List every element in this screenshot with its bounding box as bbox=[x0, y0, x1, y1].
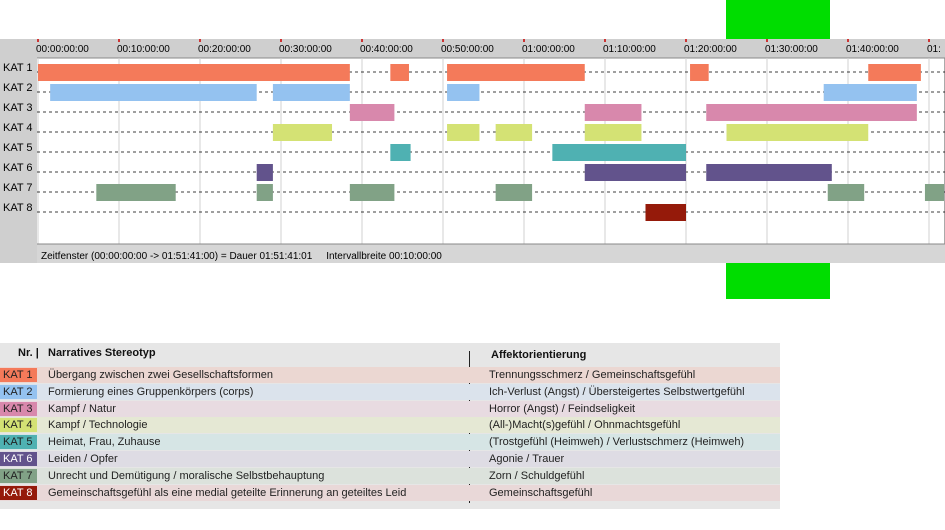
timeline-segment-bar bbox=[390, 64, 409, 81]
highlight-marker-bottom bbox=[726, 263, 830, 299]
legend-category-tag: KAT 3 bbox=[0, 401, 37, 416]
timeline-segment-bar bbox=[584, 104, 642, 121]
highlight-marker-top bbox=[726, 0, 830, 39]
time-tick-label: 01:00:00:00 bbox=[522, 44, 575, 55]
legend-affect-text: (Trostgefühl (Heimweh) / Verlustschmerz … bbox=[489, 436, 745, 449]
legend-row: KAT 3 Kampf / Natur Horror (Angst) / Feind… bbox=[0, 400, 780, 417]
legend-category-tag: KAT 1 bbox=[0, 368, 37, 382]
category-label: KAT 4 bbox=[3, 122, 33, 134]
status-bar-text: Zeitfenster (00:00:00:00 -> 01:51:41:00)… bbox=[41, 251, 442, 262]
timeline-segment-bar bbox=[495, 124, 533, 141]
time-axis-header bbox=[37, 39, 945, 58]
timeline-segment-bar bbox=[924, 184, 944, 201]
legend-stereotype-text: Heimat, Frau, Zuhause bbox=[48, 436, 161, 449]
legend-affect-text: Trennungsschmerz / Gemeinschaftsgefühl bbox=[489, 369, 696, 381]
legend-category-tag: KAT 2 bbox=[0, 384, 37, 399]
timeline-segment-bar bbox=[584, 164, 686, 181]
time-tick-label: 01: bbox=[927, 44, 941, 55]
legend-stereotype-text: Formierung eines Gruppenkörpers (corps) bbox=[48, 385, 254, 398]
timeline-segment-bar bbox=[823, 84, 917, 101]
time-tick-label: 01:40:00:00 bbox=[846, 44, 899, 55]
timeline-segment-bar bbox=[349, 184, 395, 201]
category-label: KAT 6 bbox=[3, 162, 33, 174]
legend-category-tag: KAT 5 bbox=[0, 435, 37, 450]
timeline-segment-bar bbox=[256, 164, 273, 181]
category-label: KAT 5 bbox=[3, 142, 33, 154]
timeline-chart: 00:00:00:00 00:10:00:00 00:20:00:00 00:30:0… bbox=[0, 39, 945, 263]
legend-row: KAT 7 Unrecht und Demütigung / moralische… bbox=[0, 467, 780, 484]
time-tick-label: 00:10:00:00 bbox=[117, 44, 170, 55]
legend-affect-text: Zorn / Schuldgefühl bbox=[489, 469, 585, 482]
legend-affect-text: (All-)Macht(s)gefühl / Ohnmachtsgefühl bbox=[489, 419, 681, 432]
legend-category-tag: KAT 7 bbox=[0, 468, 37, 483]
legend-row: KAT 8 Gemeinschaftsgefühl als eine medial… bbox=[0, 484, 780, 501]
timeline-segment-bar bbox=[50, 84, 257, 101]
timeline-segment-bar bbox=[38, 64, 350, 81]
timeline-segment-bar bbox=[272, 84, 350, 101]
legend-affect-text: Agonie / Trauer bbox=[489, 453, 565, 465]
legend-affect-text: Ich-Verlust (Angst) / Übersteigertes Sel… bbox=[489, 385, 745, 398]
legend-table: Nr. | Narratives Stereotyp Affektorienti… bbox=[0, 343, 780, 509]
legend-header-stereotype: Narratives Stereotyp bbox=[48, 347, 156, 359]
category-label: KAT 8 bbox=[3, 202, 33, 214]
legend-row: KAT 2 Formierung eines Gruppenkörpers (co… bbox=[0, 383, 780, 400]
legend-stereotype-text: Übergang zwischen zwei Gesellschaftsform… bbox=[48, 369, 273, 381]
category-label: KAT 3 bbox=[3, 102, 33, 114]
category-label: KAT 1 bbox=[3, 62, 33, 74]
timeline-segment-bar bbox=[96, 184, 176, 201]
time-tick-label: 01:30:00:00 bbox=[765, 44, 818, 55]
legend-row: KAT 4 Kampf / Technologie (All-)Macht(s)ge… bbox=[0, 417, 780, 434]
legend-row: KAT 6 Leiden / Opfer Agonie / Trauer bbox=[0, 451, 780, 467]
timeline-segment-bar bbox=[645, 204, 686, 221]
time-tick-label: 00:50:00:00 bbox=[441, 44, 494, 55]
legend-affect-text: Gemeinschaftsgefühl bbox=[489, 486, 593, 499]
timeline-segment-bar bbox=[256, 184, 273, 201]
time-tick-label: 01:20:00:00 bbox=[684, 44, 737, 55]
timeline-segment-bar bbox=[706, 164, 832, 181]
category-label: KAT 2 bbox=[3, 82, 33, 94]
category-label-column bbox=[0, 39, 37, 263]
timeline-segment-bar bbox=[690, 64, 709, 81]
legend-stereotype-text: Unrecht und Demütigung / moralische Selb… bbox=[48, 469, 325, 482]
timeline-segment-bar bbox=[272, 124, 333, 141]
time-tick-label: 01:10:00:00 bbox=[603, 44, 656, 55]
timeline-segment-bar bbox=[495, 184, 533, 201]
timeline-segment-bar bbox=[827, 184, 865, 201]
legend-header-nr: Nr. | bbox=[18, 347, 39, 359]
legend-category-tag: KAT 8 bbox=[0, 485, 37, 500]
timeline-segment-bar bbox=[726, 124, 869, 141]
legend-row: KAT 1 Übergang zwischen zwei Gesellschaft… bbox=[0, 367, 780, 383]
timeline-segment-bar bbox=[584, 124, 642, 141]
timeline-segment-bar bbox=[552, 144, 686, 161]
legend-stereotype-text: Kampf / Technologie bbox=[48, 419, 148, 432]
timeline-segment-bar bbox=[447, 124, 480, 141]
timeline-segment-bar bbox=[447, 64, 585, 81]
legend-stereotype-text: Kampf / Natur bbox=[48, 402, 116, 415]
category-label: KAT 7 bbox=[3, 182, 33, 194]
legend-affect-text: Horror (Angst) / Feindseligkeit bbox=[489, 402, 636, 415]
timeline-segment-bar bbox=[447, 84, 480, 101]
time-tick-label: 00:30:00:00 bbox=[279, 44, 332, 55]
time-tick-label: 00:40:00:00 bbox=[360, 44, 413, 55]
status-bar bbox=[37, 244, 945, 263]
legend-row: KAT 5 Heimat, Frau, Zuhause (Trostgefühl (… bbox=[0, 434, 780, 451]
time-tick-label: 00:20:00:00 bbox=[198, 44, 251, 55]
timeline-segment-bar bbox=[349, 104, 395, 121]
time-tick-label: 00:00:00:00 bbox=[36, 44, 89, 55]
legend-stereotype-text: Gemeinschaftsgefühl als eine medial gete… bbox=[48, 486, 407, 499]
legend-category-tag: KAT 4 bbox=[0, 418, 37, 433]
legend-stereotype-text: Leiden / Opfer bbox=[48, 453, 118, 465]
legend-category-tag: KAT 6 bbox=[0, 452, 37, 466]
legend-header-affect: Affektorientierung bbox=[491, 349, 587, 361]
timeline-segment-bar bbox=[706, 104, 917, 121]
timeline-segment-bar bbox=[390, 144, 411, 161]
timeline-segment-bar bbox=[868, 64, 921, 81]
